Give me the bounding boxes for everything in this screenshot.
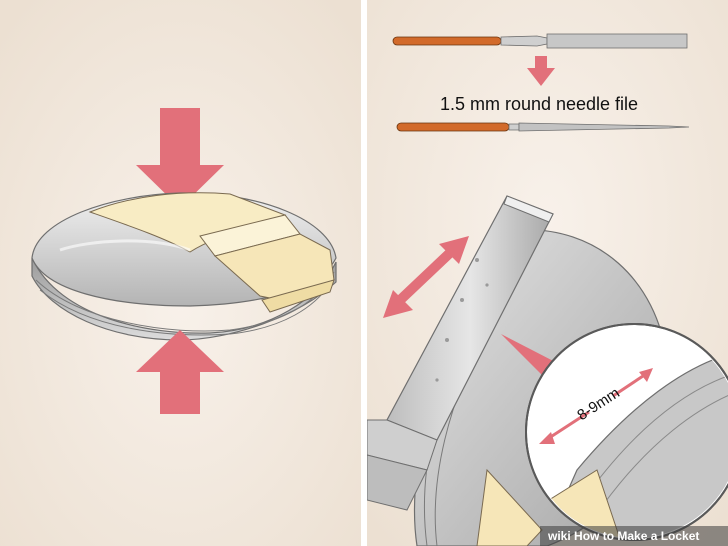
filing-illustration: 1.5 mm round needle file (367, 0, 728, 546)
hand-file (367, 195, 554, 511)
locket (31, 192, 337, 341)
press-arrow-up (136, 330, 224, 414)
panel-divider (361, 0, 367, 546)
right-panel: 1.5 mm round needle file (367, 0, 728, 546)
press-arrow-down (136, 108, 224, 208)
watermark-title: How to Make a Locket (574, 529, 700, 543)
round-needle-file (396, 122, 690, 132)
watermark-prefix: wiki (548, 529, 571, 543)
watermark: wiki How to Make a Locket (540, 526, 728, 546)
file-size-label: 1.5 mm round needle file (440, 94, 638, 114)
change-arrow (527, 56, 555, 86)
pressing-illustration (0, 0, 361, 546)
left-panel (0, 0, 361, 546)
flat-needle-file (392, 33, 688, 49)
filing-motion-arrow (383, 236, 469, 318)
